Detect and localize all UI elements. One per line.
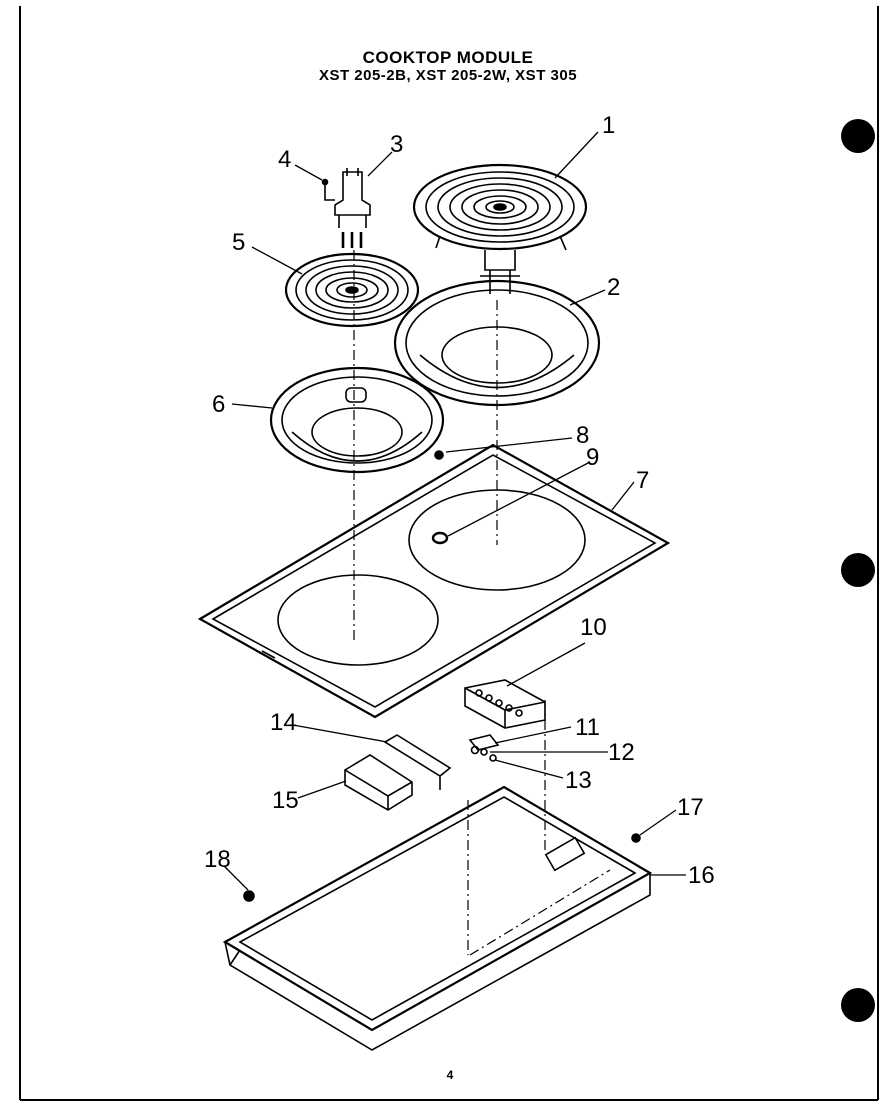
frame-screw xyxy=(434,450,444,460)
diagram-subtitle: XST 205-2B, XST 205-2W, XST 305 xyxy=(318,67,578,84)
callout-5: 5 xyxy=(232,229,245,256)
small-surface-element xyxy=(284,252,420,328)
callout-12: 12 xyxy=(608,739,635,766)
bowl-clip xyxy=(431,531,449,545)
callout-13: 13 xyxy=(565,767,592,794)
large-surface-element xyxy=(412,163,588,294)
small-drip-bowl xyxy=(269,366,445,474)
callout-1: 1 xyxy=(602,112,615,139)
cooktop-top-frame xyxy=(197,443,671,719)
callout-15: 15 xyxy=(272,787,299,814)
callout-11: 11 xyxy=(575,714,600,741)
cooktop-base-pan xyxy=(222,785,653,1051)
callout-16: 16 xyxy=(688,862,715,889)
callout-7: 7 xyxy=(636,467,649,494)
page-number: 4 xyxy=(446,1068,454,1082)
callout-2: 2 xyxy=(607,274,620,301)
callout-17: 17 xyxy=(677,794,704,821)
wiring-bracket xyxy=(383,734,452,790)
callout-3: 3 xyxy=(390,131,403,158)
terminal-block xyxy=(334,168,371,248)
control-bracket xyxy=(464,679,546,729)
alignment-lines xyxy=(353,250,611,956)
callout-14: 14 xyxy=(270,709,297,736)
terminal-cover xyxy=(344,754,413,811)
leader-lines xyxy=(223,131,686,891)
infinite-switch xyxy=(468,734,500,762)
binder-hole-top xyxy=(841,119,875,153)
base-nut-right xyxy=(631,833,641,843)
terminal-screw xyxy=(321,178,335,201)
callout-8: 8 xyxy=(576,422,589,449)
callout-6: 6 xyxy=(212,391,225,418)
callout-18: 18 xyxy=(204,846,231,873)
binder-hole-bottom xyxy=(841,988,875,1022)
binder-hole-middle xyxy=(841,553,875,587)
base-nut-left xyxy=(243,890,255,902)
diagram-title: COOKTOP MODULE xyxy=(362,48,534,67)
callout-9: 9 xyxy=(586,444,599,471)
callout-4: 4 xyxy=(278,146,291,173)
callout-10: 10 xyxy=(580,614,607,641)
